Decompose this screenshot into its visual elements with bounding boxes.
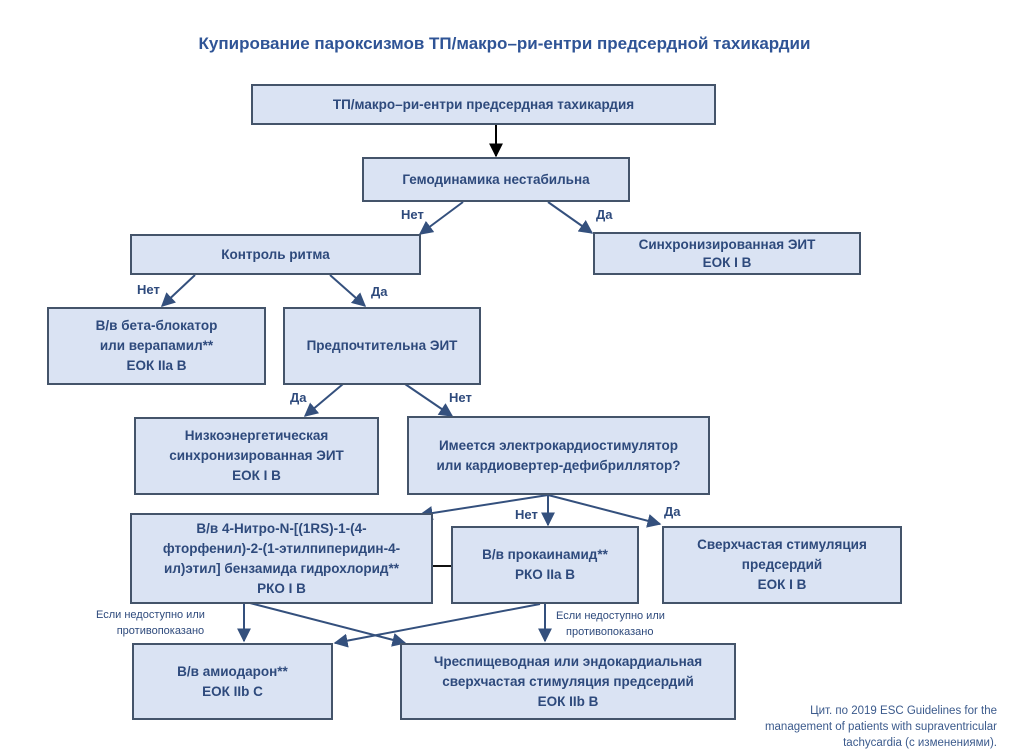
node-hemo-line: Гемодинамика нестабильна	[402, 171, 590, 187]
node-pace-line-2: или кардиовертер-дефибриллятор?	[436, 457, 681, 473]
page-title: Купирование пароксизмов ТП/макро–ри-ентр…	[198, 34, 811, 53]
note-left-line-2: противопоказано	[116, 625, 205, 637]
citation-line-3: tachycardia (с изменениями).	[843, 737, 997, 749]
node-trans-line-1: Чреспищеводная или эндокардиальная	[433, 653, 703, 669]
node-rhythm-control: Контроль ритма	[130, 234, 421, 275]
label-pref-yes: Да	[290, 390, 307, 405]
node-amio-line-2: ЕОК IIb C	[202, 683, 263, 699]
node-beta-line-2: или верапамил**	[99, 338, 214, 353]
node-over-line-2: предсердий	[741, 557, 823, 572]
node-low-line-2: синхронизированная ЭИТ	[169, 448, 344, 463]
label-rhythm-yes: Да	[371, 284, 388, 299]
edge-hemo-rhythm	[418, 201, 464, 235]
label-pace-yes: Да	[664, 504, 681, 519]
node-trans-line-2: сверхчастая стимуляция предсердий	[442, 673, 694, 689]
node-amiodarone: В/в амиодарон** ЕОК IIb C	[132, 643, 333, 720]
node-nitro-drug: В/в 4-Нитро-N-[(1RS)-1-(4- фторфенил)-2-…	[130, 513, 433, 604]
node-over-line-3: ЕОК I B	[757, 577, 807, 592]
node-nitro-line-3: ил)этил] бензамида гидрохлорид**	[164, 560, 399, 576]
edge-hemo-sync	[547, 201, 594, 234]
node-nitro-line-1: В/в 4-Нитро-N-[(1RS)-1-(4-	[196, 520, 367, 536]
note-left-unavailable: Если недоступно или противопоказано	[96, 607, 205, 639]
node-pace-line-1: Имеется электрокардиостимулятор	[438, 437, 679, 453]
node-sync-eit: Синхронизированная ЭИТ ЕОК I B	[593, 232, 861, 275]
node-procainamide: В/в прокаинамид** РКО IIa B	[451, 526, 639, 604]
node-root: ТП/макро–ри-ентри предсердная тахикардия	[251, 84, 716, 125]
note-left-line-1: Если недоступно или	[96, 609, 205, 621]
node-proc-line-2: РКО IIa B	[514, 567, 575, 582]
edge-pace-nitro	[418, 494, 549, 520]
node-rhythm-line: Контроль ритма	[221, 246, 330, 262]
node-overdrive-pacing: Сверхчастая стимуляция предсердий ЕОК I …	[662, 526, 902, 604]
note-right-line-2: противопоказано	[566, 626, 654, 638]
citation: Цит. по 2019 ESC Guidelines for the mana…	[765, 703, 997, 751]
node-low-energy-eit: Низкоэнергетическая синхронизированная Э…	[134, 417, 379, 495]
node-hemodynamics: Гемодинамика нестабильна	[362, 157, 630, 202]
node-trans-line-3: ЕОК IIb B	[537, 693, 599, 709]
edge-rhythm-beta	[160, 274, 196, 307]
node-pref-line: Предпочтительна ЭИТ	[306, 338, 458, 353]
label-pref-no: Нет	[449, 390, 472, 405]
edge-pref-low	[303, 383, 344, 417]
note-right-line-1: Если недоступно или	[556, 610, 665, 622]
node-proc-line-1: В/в прокаинамид**	[482, 547, 608, 562]
node-amio-line-1: В/в амиодарон**	[177, 663, 288, 679]
edge-proc-amio	[333, 603, 541, 648]
node-low-line-3: ЕОК I B	[232, 468, 281, 483]
node-over-line-1: Сверхчастая стимуляция	[697, 537, 867, 552]
edge-nitro-trans	[249, 602, 407, 647]
node-transesophageal-pacing: Чреспищеводная или эндокардиальная сверх…	[400, 643, 736, 720]
label-hemo-no: Нет	[401, 207, 424, 222]
label-hemo-yes: Да	[596, 207, 613, 222]
node-beta-line-1: В/в бета-блокатор	[95, 318, 218, 333]
node-root-line: ТП/макро–ри-ентри предсердная тахикардия	[332, 96, 635, 112]
node-nitro-line-4: РКО I B	[257, 580, 306, 596]
node-low-line-1: Низкоэнергетическая	[184, 428, 329, 443]
edge-pace-overdrive	[547, 494, 662, 528]
edge-rhythm-pref	[329, 274, 367, 307]
node-beta-line-3: ЕОК IIa B	[126, 358, 187, 373]
node-sync-line-2: ЕОК I B	[702, 254, 752, 270]
node-preferred-eit: Предпочтительна ЭИТ	[283, 307, 481, 385]
node-nitro-line-2: фторфенил)-2-(1-этилпиперидин-4-	[162, 540, 401, 556]
note-right-unavailable: Если недоступно или противопоказано	[556, 608, 665, 640]
node-sync-line-1: Синхронизированная ЭИТ	[638, 236, 816, 252]
label-rhythm-no: Нет	[137, 282, 160, 297]
citation-line-1: Цит. по 2019 ESC Guidelines for the	[810, 705, 997, 717]
label-pace-no: Нет	[515, 507, 538, 522]
citation-line-2: management of patients with supraventric…	[764, 721, 997, 733]
node-beta-blocker: В/в бета-блокатор или верапамил** ЕОК II…	[47, 307, 266, 385]
node-pacemaker-question: Имеется электрокардиостимулятор или кард…	[407, 416, 710, 495]
edge-pref-pace	[404, 383, 454, 417]
